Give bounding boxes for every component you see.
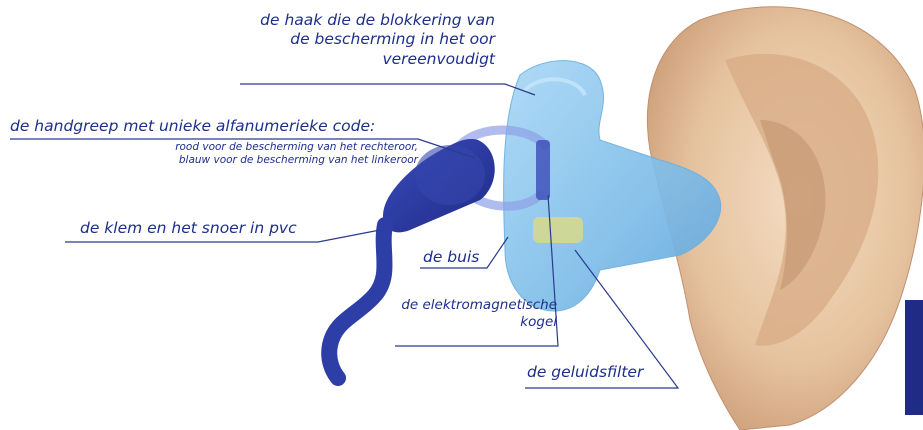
label-hook: de haak die de blokkering van de bescher…	[260, 11, 495, 69]
sound-filter-shape	[533, 217, 583, 243]
label-ball-line-1: de elektromagnetische	[401, 297, 557, 314]
label-ball: de elektromagnetische kogel	[401, 297, 557, 331]
label-hook-line-3: vereenvoudigt	[260, 50, 495, 69]
label-clip: de klem en het snoer in pvc	[80, 219, 297, 238]
label-hook-line-2: de bescherming in het oor	[260, 30, 495, 49]
label-handle-sub-line-2: blauw voor de bescherming van het linker…	[175, 154, 418, 167]
label-handle-title: de handgreep met unieke alfanumerieke co…	[10, 117, 375, 136]
electromagnetic-ball-shape	[536, 140, 550, 200]
label-handle-sub: rood voor de bescherming van het rechter…	[175, 141, 418, 167]
pvc-cord-shape	[329, 225, 385, 378]
label-filter: de geluidsfilter	[527, 363, 643, 382]
label-handle-sub-line-1: rood voor de bescherming van het rechter…	[175, 141, 418, 154]
label-tube: de buis	[423, 248, 479, 267]
label-hook-line-1: de haak die de blokkering van	[260, 11, 495, 30]
label-ball-line-2: kogel	[401, 314, 557, 331]
